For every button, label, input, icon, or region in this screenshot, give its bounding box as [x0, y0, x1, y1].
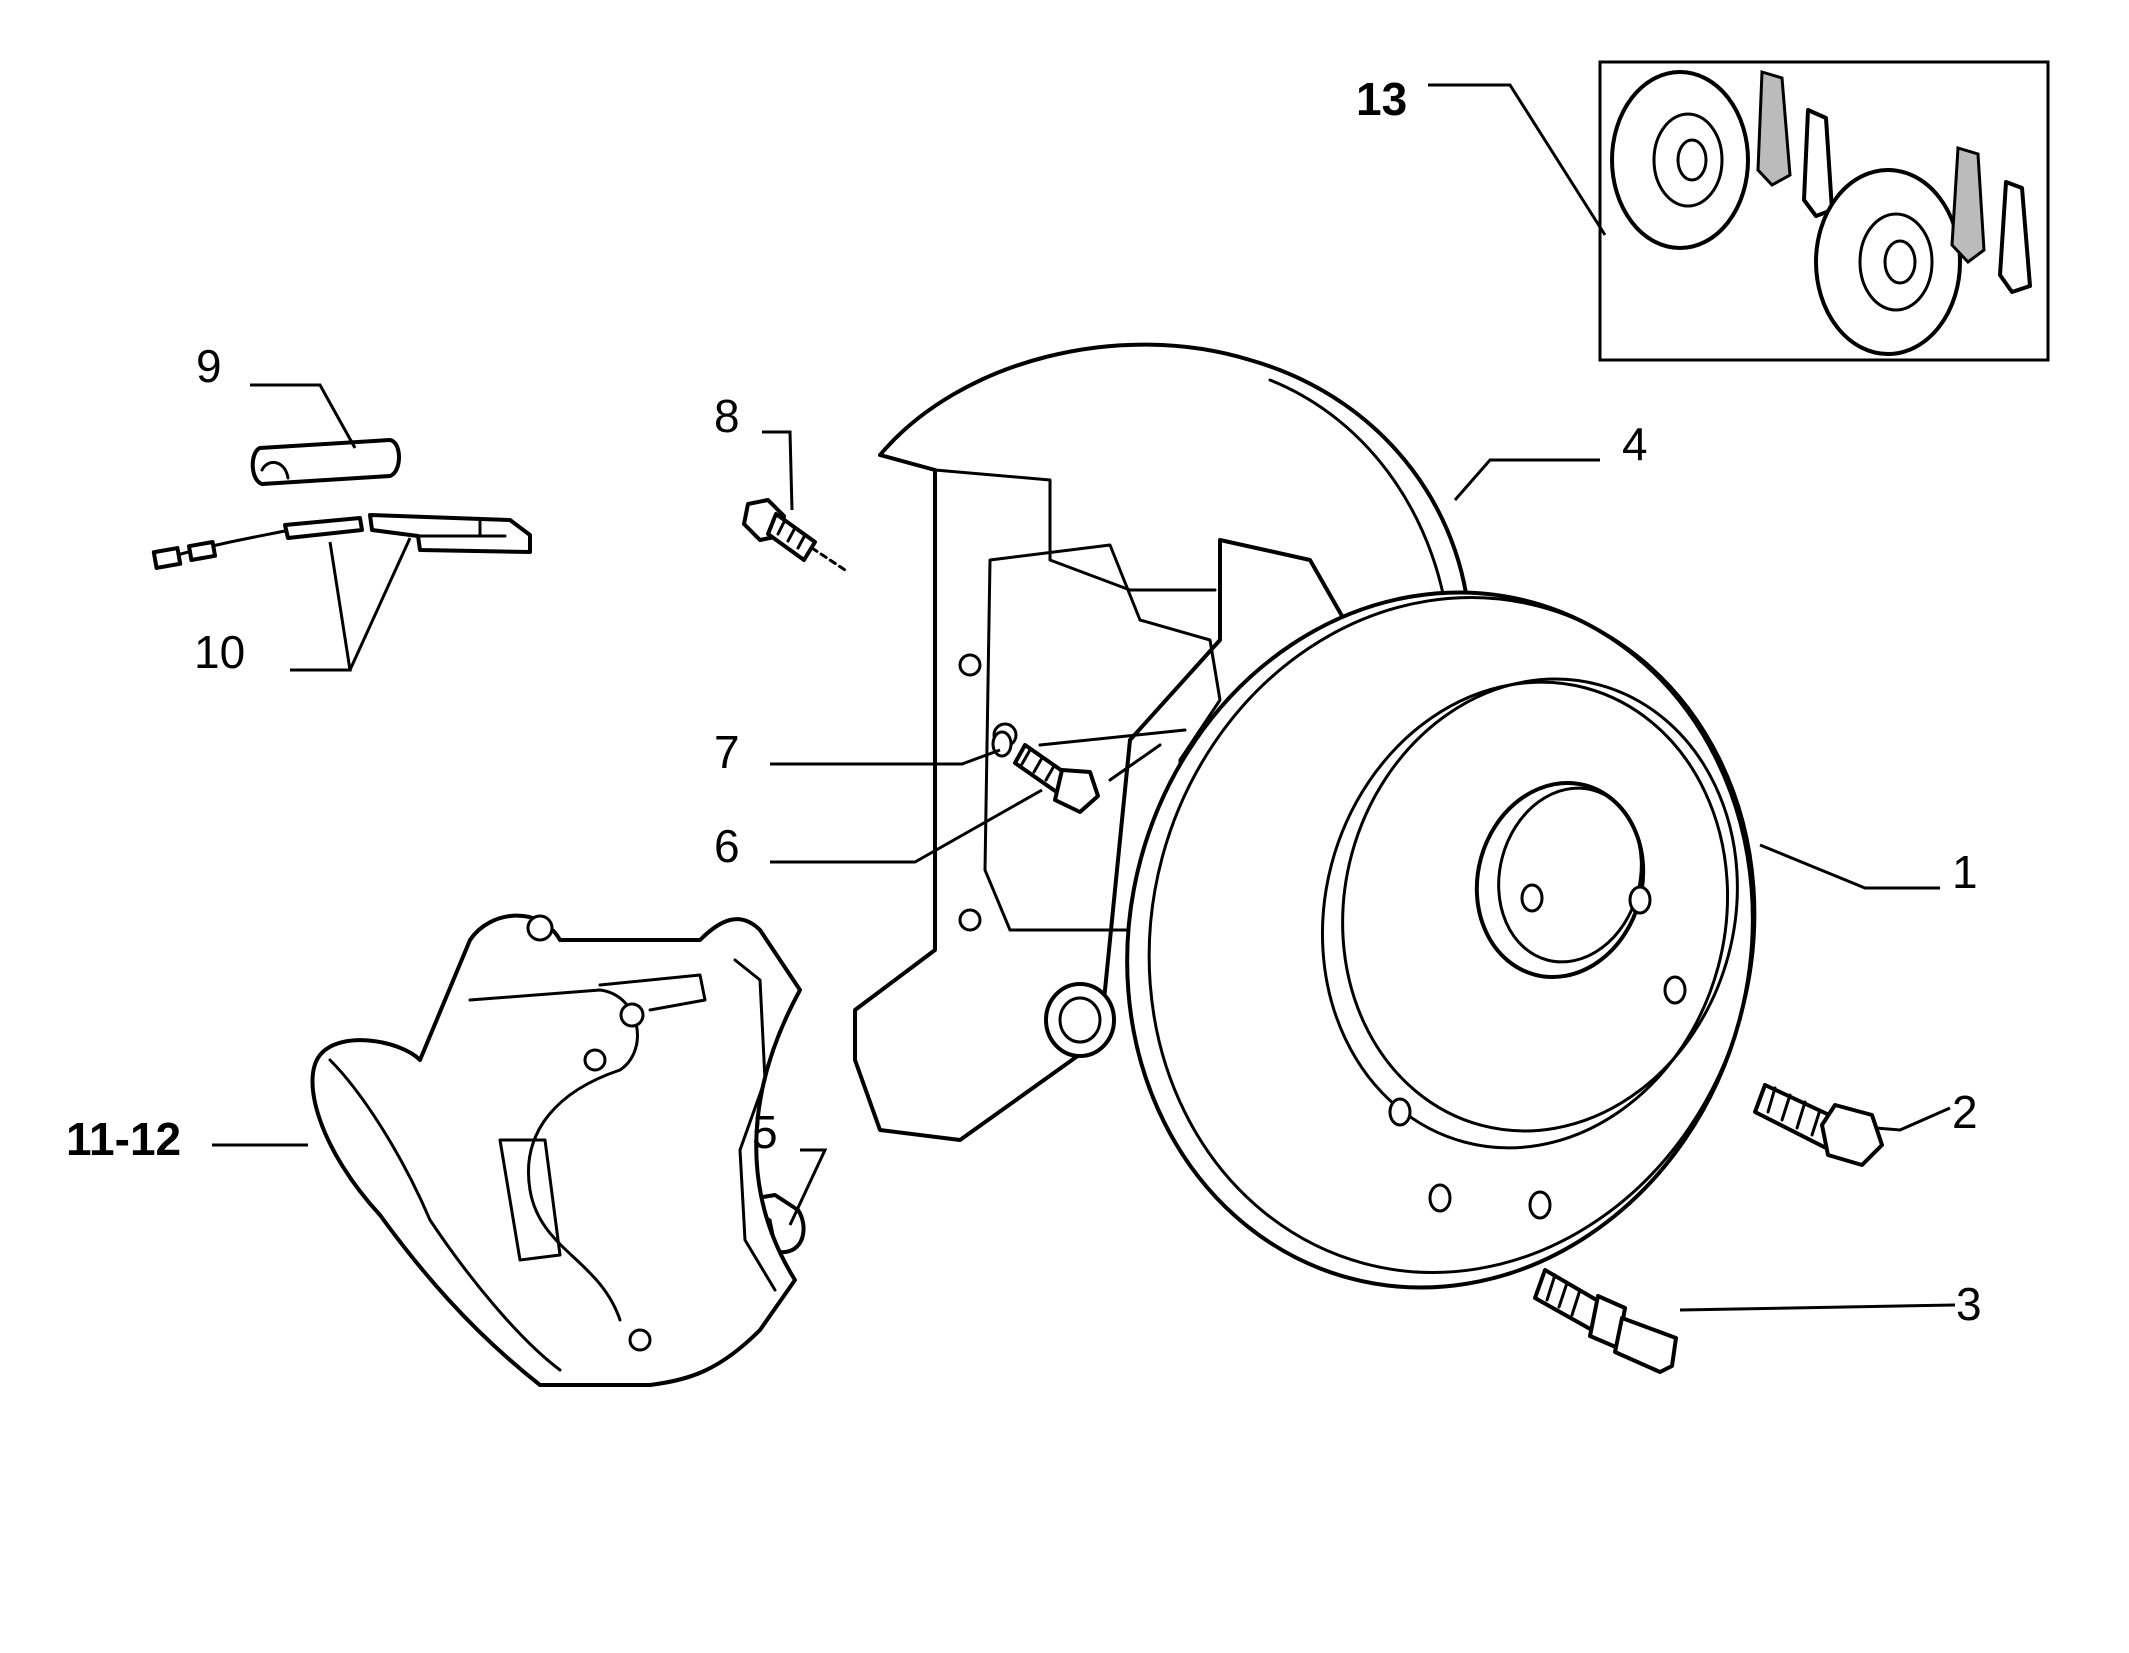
callout-1: 1 [1952, 846, 1978, 898]
brake-caliper [310, 913, 802, 1387]
leader-9 [250, 383, 357, 449]
leader-8 [762, 430, 794, 511]
kit-disc-right [1814, 168, 1962, 356]
kit-pads-left [1756, 70, 1834, 218]
callout-4: 4 [1622, 418, 1648, 470]
leader-7 [770, 748, 1001, 766]
callout-13: 13 [1356, 73, 1407, 125]
inset-frame [1598, 60, 2050, 362]
leader-6 [770, 788, 1043, 864]
callout-9: 9 [196, 340, 222, 392]
wear-sensor [151, 513, 532, 570]
leader-1 [1759, 843, 1940, 890]
kit-inset [1598, 60, 2050, 362]
shield-screw [742, 498, 850, 574]
wheel-stud [1533, 1268, 1678, 1374]
callout-10: 10 [194, 626, 245, 678]
kit-pads-right [1950, 146, 2032, 294]
caliper-screw [1013, 728, 1187, 814]
disc-screw [1753, 1083, 1884, 1167]
callout-5: 5 [752, 1106, 778, 1158]
callout-8: 8 [714, 390, 740, 442]
leader-10 [290, 537, 412, 672]
brake-disc [1125, 590, 1757, 1290]
leader-2 [1875, 1106, 1951, 1132]
callout-11-12: 11-12 [66, 1113, 181, 1165]
indicator-cover [250, 438, 401, 486]
leader-3 [1679, 1303, 1956, 1312]
leader-lines [212, 83, 1956, 1312]
callout-2: 2 [1952, 1086, 1978, 1138]
callout-3: 3 [1956, 1278, 1982, 1330]
callout-labels: 13 9 10 8 4 7 6 1 2 5 11-12 3 [66, 73, 1982, 1330]
leader-4 [1453, 458, 1600, 501]
dust-shield [853, 342, 1472, 1142]
leader-13 [1428, 83, 1607, 236]
kit-disc-left [1610, 70, 1750, 250]
callout-6: 6 [714, 820, 740, 872]
leader-5 [788, 1148, 828, 1226]
callout-7: 7 [714, 726, 740, 778]
